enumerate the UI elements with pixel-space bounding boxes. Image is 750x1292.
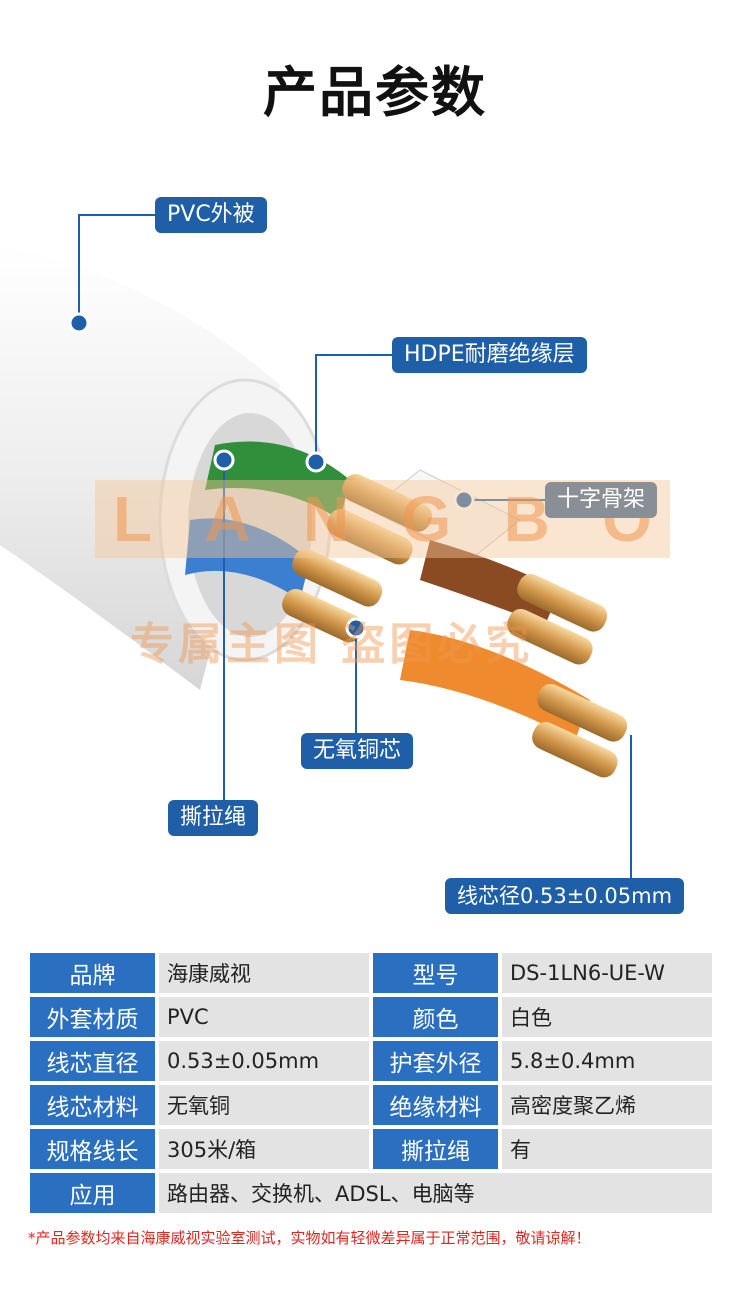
watermark-notice: 专属主图 盗图必究 bbox=[130, 619, 534, 670]
callout-pvc-jacket: PVC外被 bbox=[155, 197, 267, 233]
spec-key: 型号 bbox=[373, 953, 498, 993]
spec-value-application: 路由器、交换机、ADSL、电脑等 bbox=[159, 1173, 712, 1213]
spec-key: 颜色 bbox=[373, 997, 498, 1037]
spec-value: DS-1LN6-UE-W bbox=[502, 953, 712, 993]
spec-table: 品牌 海康威视 型号 DS-1LN6-UE-W 外套材质 PVC 颜色 白色 线… bbox=[30, 953, 722, 1213]
callout-cross-separator: 十字骨架 bbox=[545, 482, 658, 518]
spec-key: 撕拉绳 bbox=[373, 1129, 498, 1169]
spec-value: 5.8±0.4mm bbox=[502, 1041, 712, 1081]
callout-core-diameter: 线芯径0.53±0.05mm bbox=[445, 878, 685, 914]
callout-hdpe-insulation: HDPE耐磨绝缘层 bbox=[392, 337, 587, 373]
spec-key: 外套材质 bbox=[30, 997, 155, 1037]
spec-value: 无氧铜 bbox=[159, 1085, 369, 1125]
spec-value: 高密度聚乙烯 bbox=[502, 1085, 712, 1125]
spec-key: 线芯直径 bbox=[30, 1041, 155, 1081]
spec-key: 线芯材料 bbox=[30, 1085, 155, 1125]
watermark-letter: A bbox=[204, 483, 251, 555]
disclaimer-note: *产品参数均来自海康威视实验室测试，实物如有轻微差异属于正常范围，敬请谅解！ bbox=[28, 1229, 591, 1247]
spec-value: 有 bbox=[502, 1129, 712, 1169]
callout-copper-core: 无氧铜芯 bbox=[301, 733, 414, 769]
cable-illustration bbox=[0, 214, 632, 878]
watermark-letter: B bbox=[503, 483, 550, 555]
spec-value: 海康威视 bbox=[159, 953, 369, 993]
spec-value: 305米/箱 bbox=[159, 1129, 369, 1169]
spec-value: 0.53±0.05mm bbox=[159, 1041, 369, 1081]
watermark-letter: L bbox=[113, 483, 153, 555]
page-title: 产品参数 bbox=[263, 61, 487, 124]
watermark-letter: N bbox=[302, 483, 350, 555]
spec-key: 绝缘材料 bbox=[373, 1085, 498, 1125]
spec-key: 品牌 bbox=[30, 953, 155, 993]
spec-key: 护套外径 bbox=[373, 1041, 498, 1081]
spec-value: PVC bbox=[159, 997, 369, 1037]
spec-key-application: 应用 bbox=[30, 1173, 155, 1213]
spec-key: 规格线长 bbox=[30, 1129, 155, 1169]
spec-value: 白色 bbox=[502, 997, 712, 1037]
watermark-letter: G bbox=[401, 483, 452, 555]
callout-ripcord: 撕拉绳 bbox=[168, 800, 259, 836]
